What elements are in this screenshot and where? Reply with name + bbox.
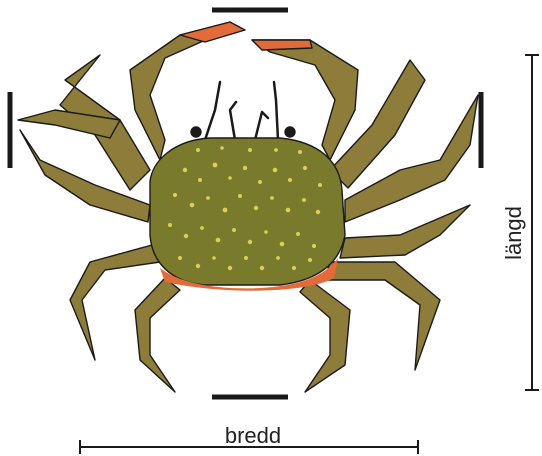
length-dimension-line (525, 55, 539, 390)
crab-illustration (18, 22, 478, 392)
length-label: längd (503, 193, 525, 273)
width-label: bredd (208, 425, 298, 447)
antennae (205, 82, 278, 140)
carapace (150, 138, 345, 285)
